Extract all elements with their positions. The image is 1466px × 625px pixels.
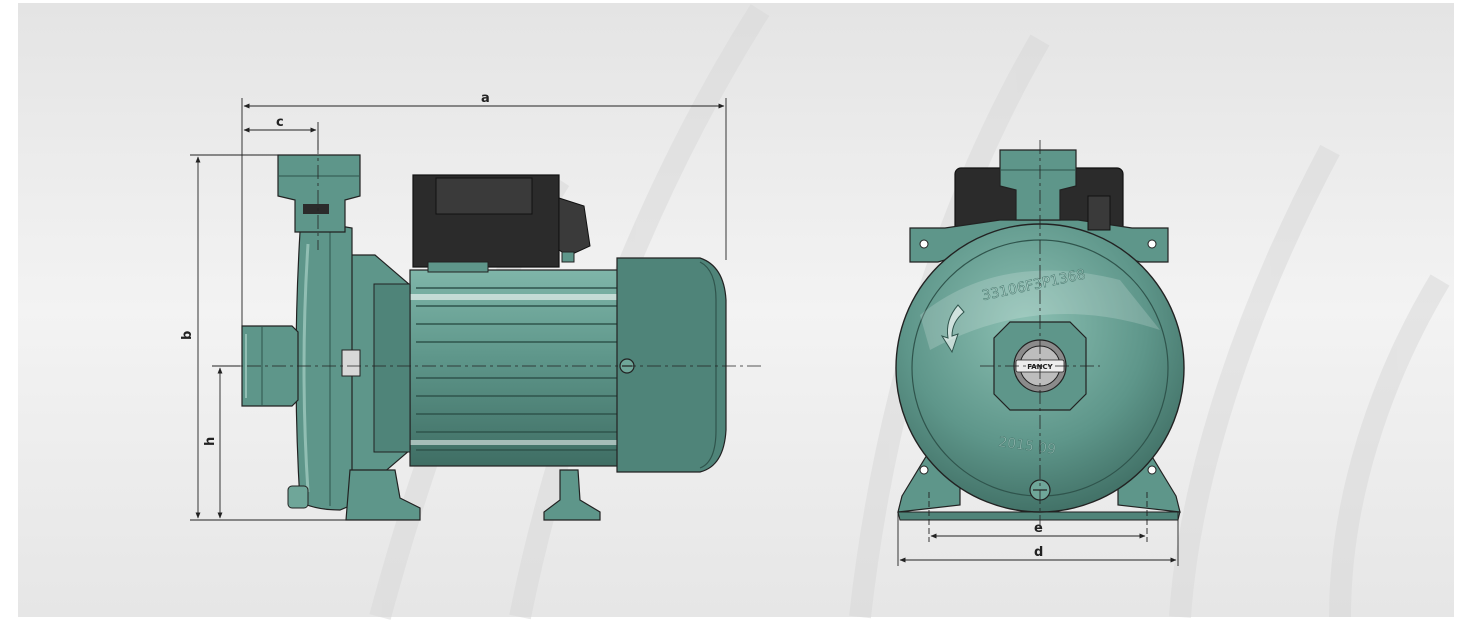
motor-foot <box>543 469 601 521</box>
background-panel <box>18 3 1454 617</box>
brand-label: FANCY <box>1027 363 1053 371</box>
front-outlet <box>999 149 1077 221</box>
suction-inlet <box>241 325 299 407</box>
dimension-h-label: h <box>203 437 218 446</box>
side-dimensions <box>190 98 727 521</box>
cable-gland <box>558 197 591 257</box>
drain-plug <box>287 485 309 509</box>
fan-cover <box>616 257 727 473</box>
motor-fins <box>416 287 618 451</box>
dimension-b-label: b <box>180 331 195 340</box>
dimension-c-label: c <box>276 115 284 130</box>
dimension-e-label: e <box>1034 521 1043 536</box>
dimension-d-label: d <box>1034 545 1043 560</box>
discharge-outlet <box>277 154 361 233</box>
front-dimensions <box>897 492 1179 566</box>
motor-body <box>409 269 623 467</box>
dimension-a-label: a <box>481 91 490 106</box>
front-view: 33106F3P1368 2015 09 FANCY <box>895 140 1185 530</box>
side-view <box>222 140 765 521</box>
rotation-arrow-icon <box>940 304 965 354</box>
